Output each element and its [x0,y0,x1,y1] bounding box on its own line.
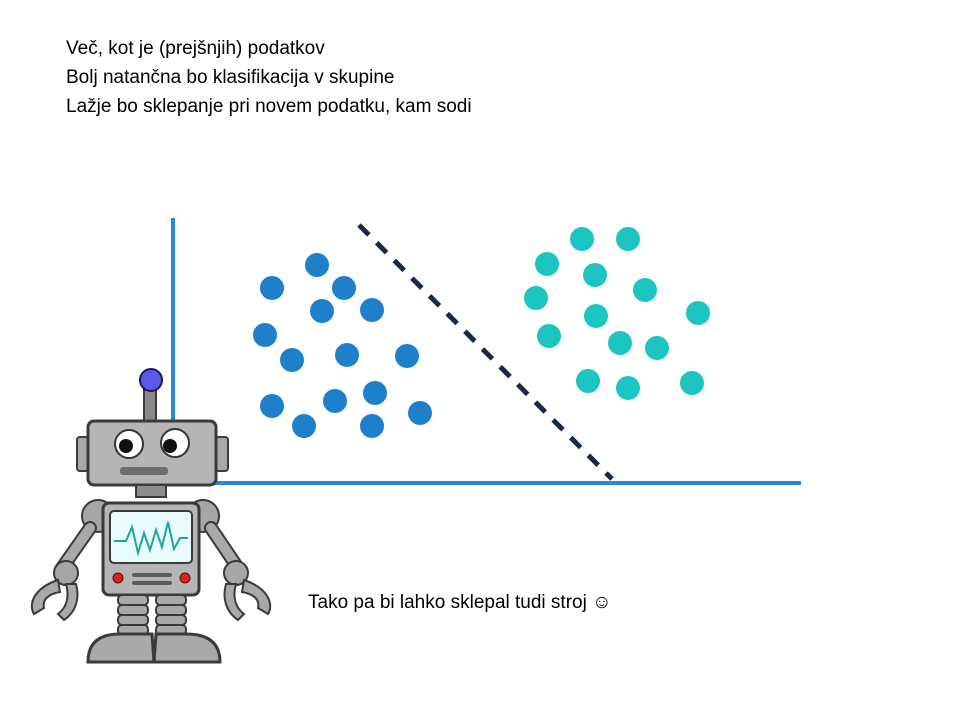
line-3: Lažje bo sklepanje pri novem podatku, ka… [66,96,472,117]
data-point [363,381,387,405]
data-point [395,344,419,368]
data-point [332,276,356,300]
data-point [280,348,304,372]
data-point [323,389,347,413]
line-2: Bolj natančna bo klasifikacija v skupine [66,67,395,88]
data-point [645,336,669,360]
caption: Tako pa bi lahko sklepal tudi stroj ☺ [308,592,612,613]
data-point [253,323,277,347]
data-point [305,253,329,277]
text-block: Več, kot je (prejšnjih) podatkov Bolj na… [66,34,472,121]
data-point [524,286,548,310]
data-point [260,394,284,418]
line-1: Več, kot je (prejšnjih) podatkov [66,38,325,59]
data-point [335,343,359,367]
robot-icon [30,368,272,664]
data-point [633,278,657,302]
data-point [408,401,432,425]
data-point [570,227,594,251]
data-point [535,252,559,276]
data-point [584,304,608,328]
data-point [260,276,284,300]
data-point [680,371,704,395]
data-point [360,298,384,322]
data-point [576,369,600,393]
data-point [686,301,710,325]
data-point [310,299,334,323]
data-point [360,414,384,438]
data-point [616,227,640,251]
points-layer [253,227,710,438]
data-point [616,376,640,400]
data-point [537,324,561,348]
data-point [292,414,316,438]
decision-boundary [357,223,614,481]
data-point [608,331,632,355]
data-point [583,263,607,287]
